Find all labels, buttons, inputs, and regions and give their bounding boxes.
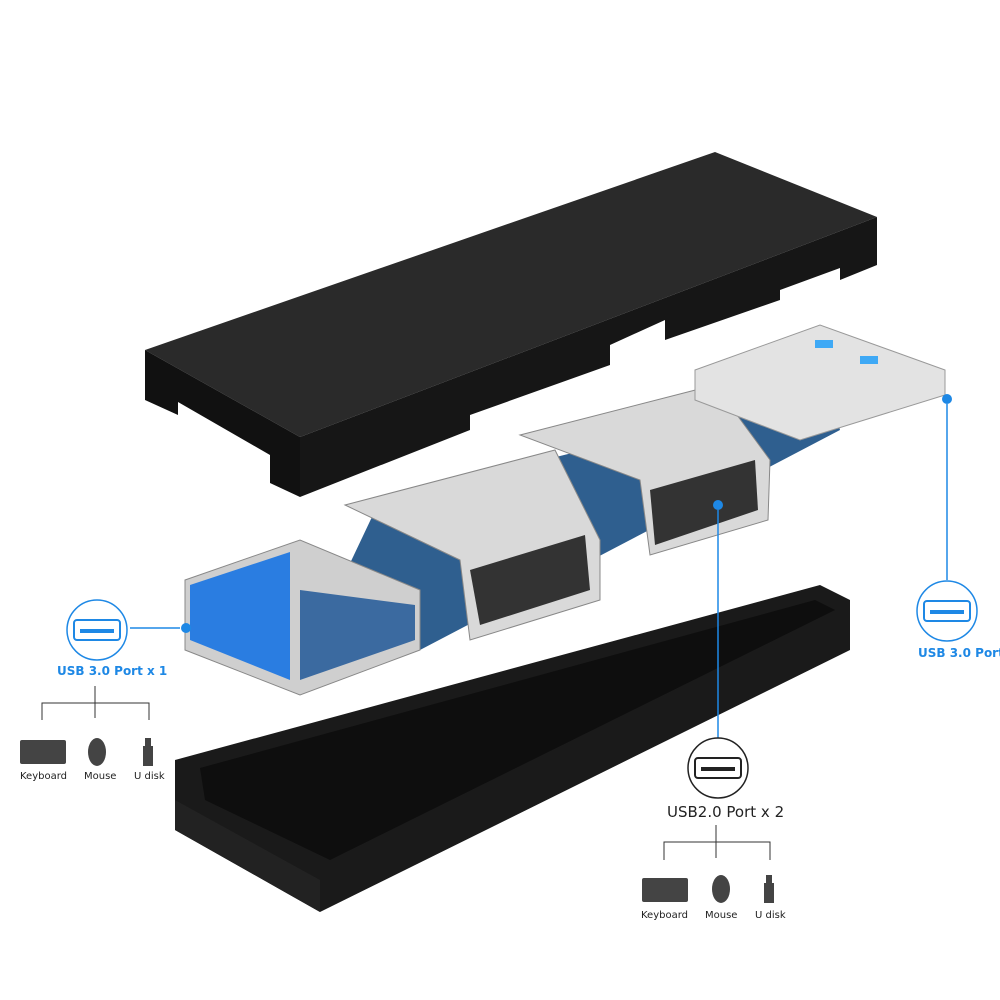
mouse-icon	[712, 875, 730, 903]
usb-disk-icon	[764, 875, 774, 903]
usb-port-icon	[916, 580, 978, 642]
callout-dot-middle	[713, 500, 723, 510]
usb3-port-label: USB 3.0 Port x 1	[57, 664, 168, 678]
keyboard-icon	[642, 878, 688, 902]
callout-dot-left	[181, 623, 191, 633]
usb2-port-1	[343, 449, 601, 641]
device-label: Mouse	[705, 910, 738, 921]
usb3-port-left	[184, 539, 421, 696]
usb-port-icon	[66, 599, 128, 661]
top-cover	[145, 152, 877, 497]
usb-port-icon	[687, 737, 749, 799]
callout-dot-right	[942, 394, 952, 404]
usb2-port-2	[518, 384, 771, 556]
device-label: Keyboard	[641, 910, 689, 921]
keyboard-icon	[20, 740, 66, 764]
usb-disk-icon	[143, 738, 153, 766]
device-label: U disk	[134, 771, 165, 782]
device-label: Mouse	[84, 771, 117, 782]
usb2-port-label: USB2.0 Port x 2	[667, 803, 785, 821]
device-label: Keyboard	[20, 771, 68, 782]
mouse-icon	[88, 738, 106, 766]
bottom-case	[175, 585, 850, 912]
device-label: U disk	[755, 910, 786, 921]
usb3-port-right-label: USB 3.0 Port	[918, 646, 1000, 660]
